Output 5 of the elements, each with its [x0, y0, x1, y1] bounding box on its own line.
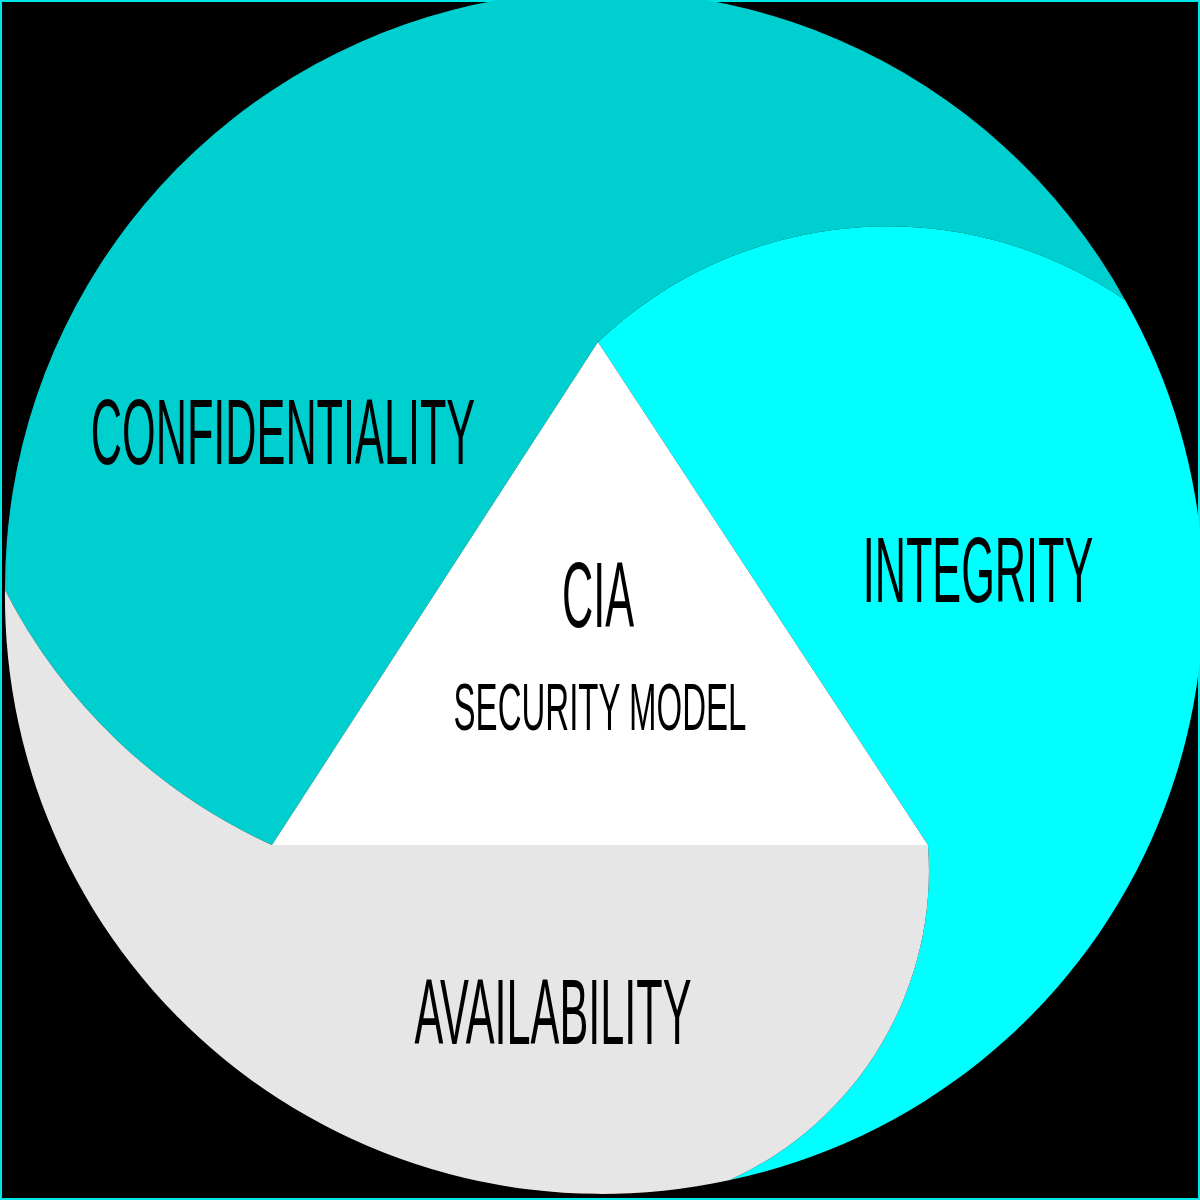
segment-label: CONFIDENTIALITY	[90, 386, 476, 478]
subtitle-label: SECURITY MODEL	[453, 674, 747, 740]
segment-label: CIA	[561, 549, 635, 641]
segment-label: AVAILABILITY	[414, 966, 692, 1058]
segment-label: INTEGRITY	[862, 524, 1094, 616]
